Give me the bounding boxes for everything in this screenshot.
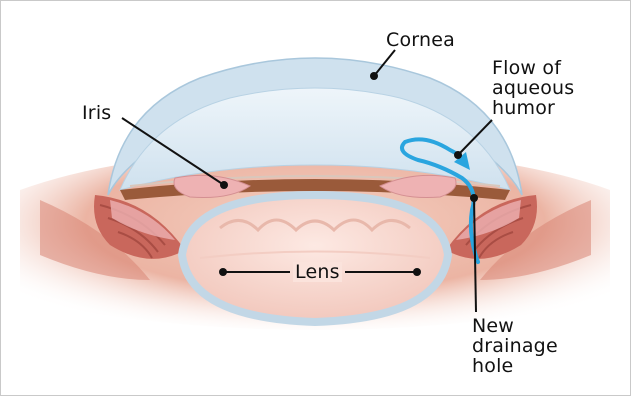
lens — [182, 195, 448, 322]
label-cornea: Cornea — [386, 30, 455, 50]
label-lens: Lens — [293, 262, 342, 282]
label-new-drainage-hole: New drainage hole — [472, 316, 558, 376]
label-flow-of-aqueous-humor: Flow of aqueous humor — [492, 58, 574, 118]
label-iris: Iris — [82, 103, 111, 123]
